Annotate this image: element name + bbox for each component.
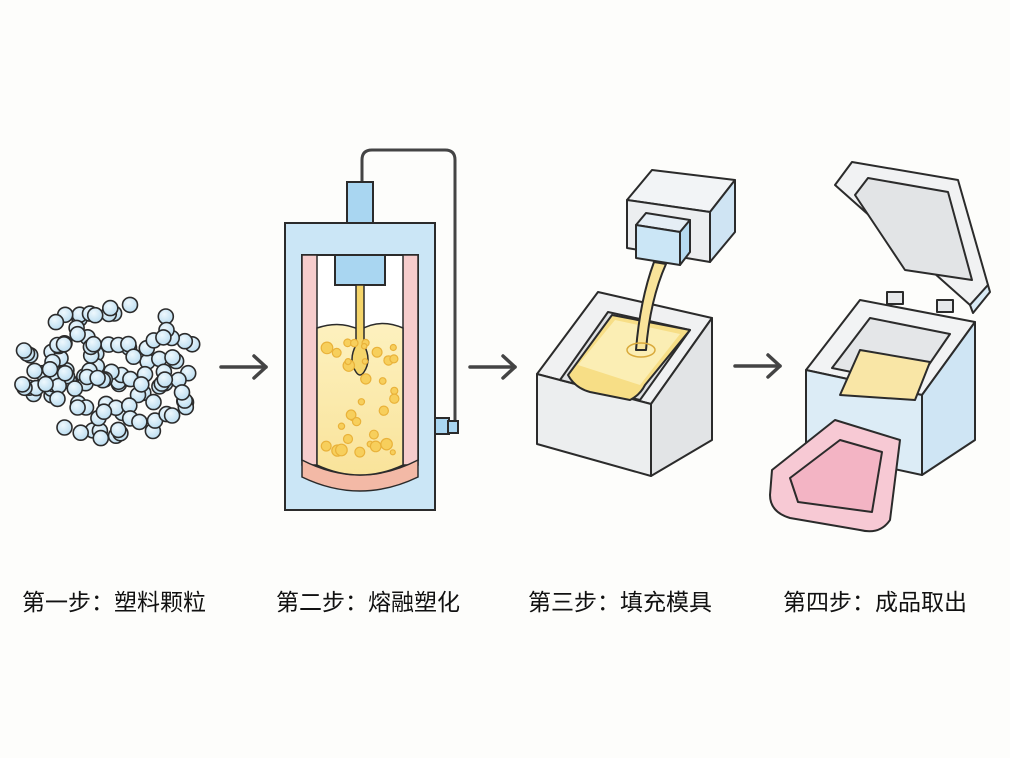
melt-bubble [369,440,382,453]
pellet [49,390,66,408]
melt-bubble [360,373,372,385]
pellet [131,413,148,431]
pellet [56,419,73,436]
melt-bubble [371,346,383,358]
pellet [92,429,110,447]
pellet [163,407,181,424]
pellet [164,349,181,366]
melt-bubble [342,433,354,445]
mold-filling-illustration [536,169,736,477]
melt-bubble [389,393,400,404]
pellet [15,342,33,359]
pellet [56,364,74,382]
arrow-right-icon [733,353,782,379]
pellet [26,362,43,380]
pellet [55,335,73,353]
melting-barrel-illustration [284,148,459,511]
melt-bubble [351,416,362,427]
pellet [102,299,119,317]
melt-bubble [357,398,366,406]
step-2-label: 第二步：熔融塑化 [276,590,460,616]
pellet [121,296,139,314]
step-4-label: 第四步：成品取出 [783,590,967,616]
melt-bubble [368,429,379,440]
pellet [69,325,86,343]
pellet [133,376,150,393]
pellet [69,399,86,416]
melt-bubble [361,358,369,365]
melt-bubble [389,449,396,456]
part-ejection-illustration [769,161,991,533]
pellet [47,313,65,331]
pellet [89,369,106,387]
pellet [155,329,172,346]
melt-bubble [378,405,389,416]
pellet [14,376,31,393]
melt-bubble [354,446,366,458]
melt-bubble [320,440,332,452]
melt-bubble [320,341,334,355]
pellet [37,375,54,393]
arrow-right-icon [468,354,517,380]
pellet [66,380,84,397]
step-1-label: 第一步：塑料颗粒 [22,590,206,616]
pellet [156,371,174,388]
melt-bubble [389,343,397,352]
melt-bubble [345,409,357,421]
melt-bubble [335,443,348,457]
pellet [41,360,59,378]
melt-bubble [378,377,387,385]
melt-bubble [349,338,359,348]
melt-bubble [360,342,368,350]
melt-bubble [344,358,352,366]
pellet [85,335,102,353]
melt-bubble [380,437,393,451]
plastic-pellets-illustration [14,296,201,447]
step-3-label: 第三步：填充模具 [528,590,712,616]
melt-bubble [390,386,399,395]
pellet [72,424,89,442]
pellet [125,348,142,366]
arrow-right-icon [219,354,268,380]
pellet [95,403,113,421]
pellet [110,421,127,439]
melt-bubble [389,354,399,364]
pellet [86,306,104,324]
melt-bubble [331,347,342,358]
pellet [173,384,191,401]
melt-bubble [337,422,346,430]
pellet [145,393,162,411]
